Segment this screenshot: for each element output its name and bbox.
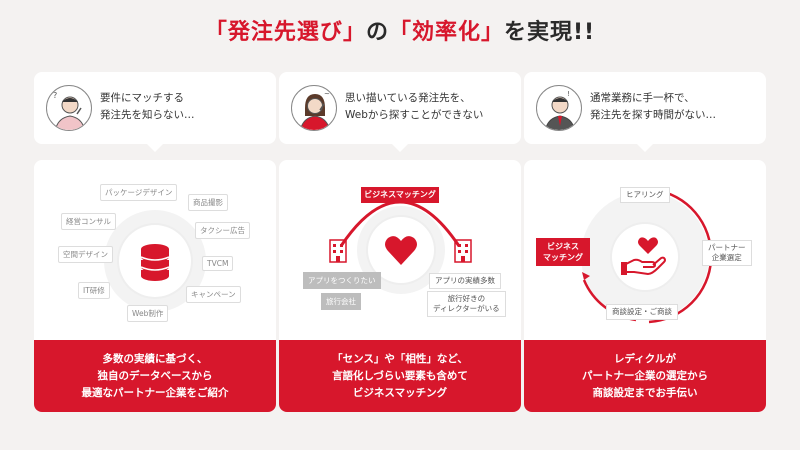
bubble-text: 通常業務に手一杯で、 発注先を探す時間がない…: [590, 92, 716, 121]
card-footer: レディクルが パートナー企業の選定から 商談設定までお手伝い: [524, 340, 766, 412]
partner-tag: 旅行好きの ディレクターがいる: [427, 291, 506, 317]
feature-card-database: ? 要件にマッチする 発注先を知らない…: [34, 72, 276, 412]
svg-text:?: ?: [53, 91, 57, 100]
title-highlight-1: 発注先選び: [227, 20, 343, 45]
matching-label: ビジネス マッチング: [536, 238, 590, 266]
title-end: を実現!!: [504, 20, 596, 45]
title-bracket: 「: [204, 20, 228, 45]
tag-item: 商品撮影: [188, 194, 228, 211]
center-circle: [612, 224, 678, 290]
tag-item: Web制作: [127, 305, 169, 322]
speech-bubble: ! 通常業務に手一杯で、 発注先を探す時間がない…: [524, 72, 766, 144]
title-highlight-2: 効率化: [411, 20, 481, 45]
bubble-text: 思い描いている発注先を、 Webから探すことができない: [345, 92, 484, 121]
svg-text:~: ~: [324, 90, 330, 98]
heart-hand-icon: [621, 237, 666, 275]
tag-item: タクシー広告: [195, 222, 250, 239]
tag-item: 空間デザイン: [58, 246, 113, 263]
heart-icon: [385, 236, 417, 265]
card-footer: 多数の実績に基づく、 独自のデータベースから 最適なパートナー企業をご紹介: [34, 340, 276, 412]
title-bracket: 」: [481, 20, 505, 45]
feature-card-matching: ~ 思い描いている発注先を、 Webから探すことができない ビジネスマッチング …: [279, 72, 521, 412]
feature-card-support: ! 通常業務に手一杯で、 発注先を探す時間がない… ヒアリング パートナー 企業…: [524, 72, 766, 412]
page-title: 「発注先選び」の「効率化」を実現!!: [0, 14, 800, 46]
step-tag-selection: パートナー 企業選定: [702, 240, 752, 266]
card-footer: 「センス」や「相性」など、 言語化しづらい要素も含めて ビジネスマッチング: [279, 340, 521, 412]
database-icon: [140, 244, 170, 281]
title-bracket: 「: [388, 20, 412, 45]
bubble-tail: [637, 144, 653, 152]
tag-item: パッケージデザイン: [100, 184, 178, 201]
step-tag-meeting: 商談設定・ご商談: [606, 304, 678, 320]
building-icon: [454, 239, 472, 263]
step-tag-hearing: ヒアリング: [620, 187, 670, 203]
busy-man-icon: !: [536, 85, 582, 131]
bubble-tail: [147, 144, 163, 152]
confused-man-icon: ?: [46, 85, 92, 131]
title-connector: の: [365, 20, 389, 45]
client-tag: 旅行会社: [321, 293, 361, 310]
matching-label: ビジネスマッチング: [361, 187, 439, 203]
bubble-tail: [392, 144, 408, 152]
tag-item: IT研修: [78, 282, 110, 299]
tag-item: TVCM: [202, 256, 234, 271]
client-tag: アプリをつくりたい: [303, 272, 381, 289]
database-panel: パッケージデザイン 商品撮影 経営コンサル タクシー広告 空間デザイン TVCM…: [34, 160, 276, 412]
building-icon: [329, 239, 347, 263]
partner-tag: アプリの実績多数: [429, 273, 501, 289]
title-bracket: 」: [342, 20, 366, 45]
bubble-text: 要件にマッチする 発注先を知らない…: [100, 92, 195, 121]
speech-bubble: ~ 思い描いている発注先を、 Webから探すことができない: [279, 72, 521, 144]
worried-woman-icon: ~: [291, 85, 337, 131]
speech-bubble: ? 要件にマッチする 発注先を知らない…: [34, 72, 276, 144]
svg-text:!: !: [567, 90, 570, 98]
tag-item: キャンペーン: [186, 286, 241, 303]
center-circle: [119, 225, 191, 297]
tag-item: 経営コンサル: [61, 213, 116, 230]
